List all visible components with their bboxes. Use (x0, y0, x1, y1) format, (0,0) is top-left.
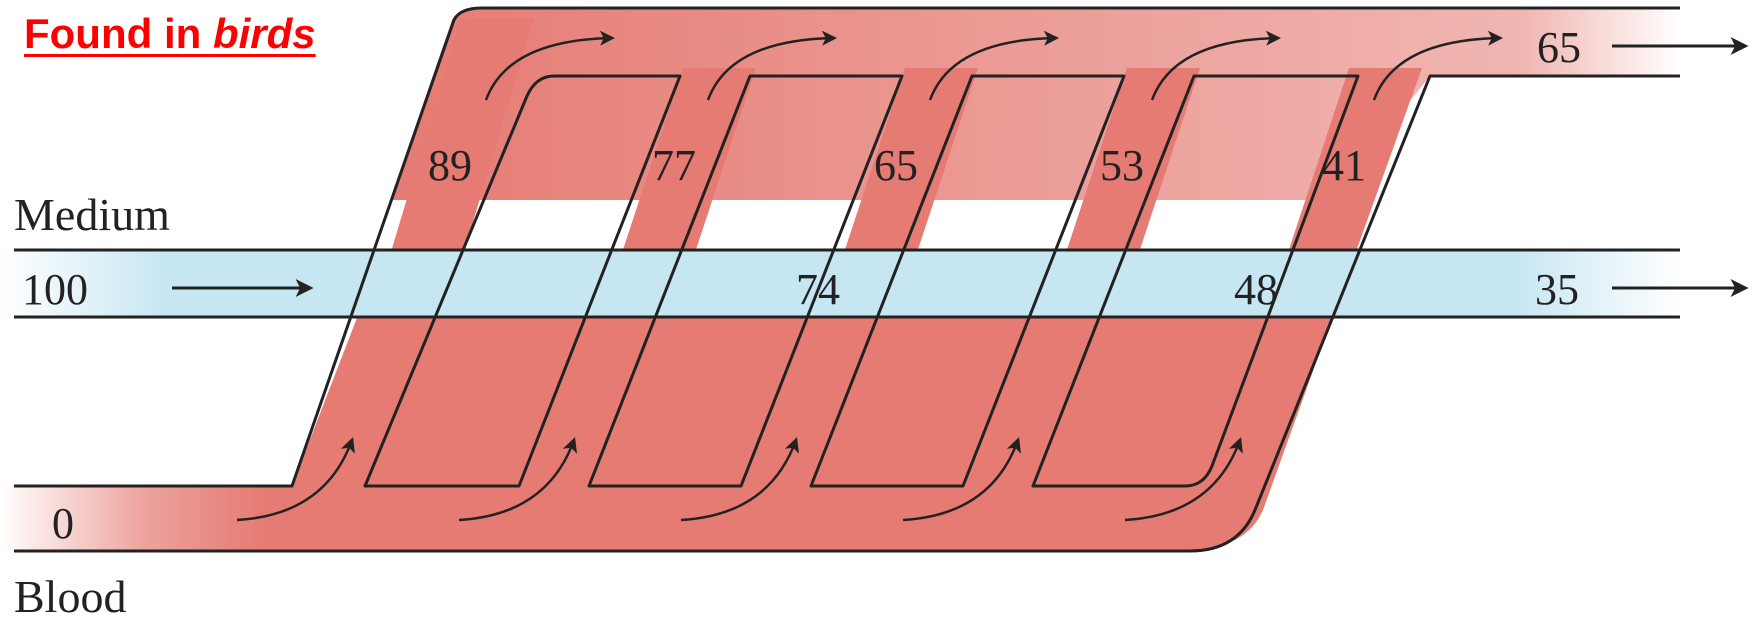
loop-value-2: 77 (652, 141, 696, 190)
medium-outlet-value: 35 (1535, 265, 1579, 314)
blood-top-channel (390, 8, 1680, 200)
title-prefix: Found in (24, 10, 213, 57)
flow-arrow-top-3 (928, 30, 1059, 101)
flow-arrow-top-1 (484, 30, 615, 101)
blood-flow-arrows (236, 30, 1503, 522)
flow-arrow-top-2 (706, 30, 837, 101)
blood-inlet-value: 0 (52, 499, 74, 548)
inner-window-4 (1031, 74, 1360, 488)
flow-arrow-bottom-3 (680, 437, 799, 522)
medium-value-48: 48 (1234, 265, 1278, 314)
medium-fill (0, 250, 1680, 316)
flow-arrow-bottom-1 (236, 437, 355, 522)
outer-bottom-wall (14, 74, 1680, 553)
flow-arrow-bottom-2 (458, 437, 577, 522)
blood-outlet-value: 65 (1537, 23, 1581, 72)
loop-value-3: 65 (874, 141, 918, 190)
inner-window-1 (363, 74, 682, 488)
medium-value-74: 74 (796, 265, 840, 314)
diagram-title: Found in birds (24, 10, 316, 58)
inner-window-2 (587, 74, 904, 488)
title-emphasis: birds (212, 10, 316, 57)
medium-channel (0, 248, 1680, 319)
medium-inlet-value: 100 (22, 265, 88, 314)
loop-value-1: 89 (428, 141, 472, 190)
medium-label: Medium (14, 189, 170, 240)
inner-window-3 (809, 74, 1126, 488)
flow-arrow-top-5 (1372, 30, 1503, 101)
blood-label: Blood (14, 571, 126, 619)
flow-arrow-bottom-5 (1124, 437, 1243, 522)
loop-value-5: 41 (1322, 141, 1366, 190)
flow-arrow-bottom-4 (902, 437, 1021, 522)
loop-value-4: 53 (1100, 141, 1144, 190)
blood-outlines (14, 6, 1680, 553)
outer-top-wall (14, 6, 1680, 488)
flow-arrow-top-4 (1150, 30, 1281, 101)
straight-arrows (172, 37, 1749, 297)
